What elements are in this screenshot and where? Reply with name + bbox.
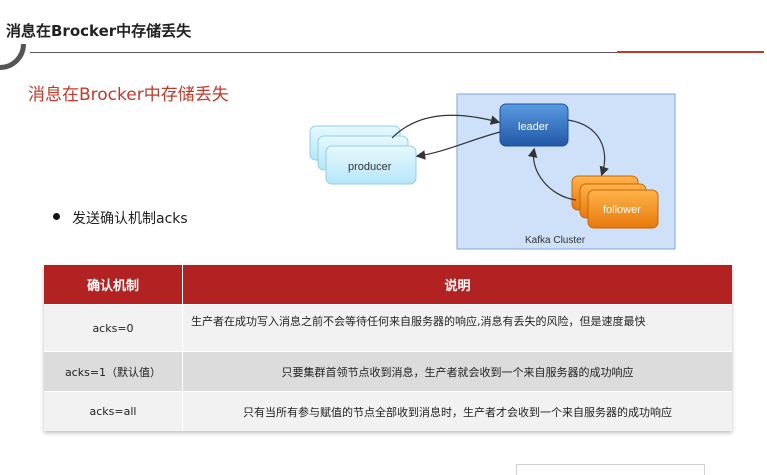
cell-description: 生产者在成功写入消息之前不会等待任何来自服务器的响应,消息有丢失的风险，但是速度… — [182, 304, 732, 352]
producer-node — [325, 145, 417, 185]
leader-label: leader — [518, 121, 549, 133]
producer-stack: producer — [309, 125, 417, 185]
page-header-title: 消息在Brocker中存储丢失 — [6, 22, 192, 40]
header-mechanism: 确认机制 — [44, 265, 183, 305]
producer-label: producer — [348, 161, 392, 173]
cell-description: 只要集群首领节点收到消息，生产者就会收到一个来自服务器的成功响应 — [182, 351, 732, 392]
cell-description: 只有当所有参与赋值的节点全部收到消息时，生产者才会收到一个来自服务器的成功响应 — [182, 391, 732, 431]
bottom-panel-edge — [516, 464, 705, 475]
bullet-dot — [53, 213, 60, 220]
table-row: acks=0 生产者在成功写入消息之前不会等待任何来自服务器的响应,消息有丢失的… — [44, 304, 732, 352]
arrow-producer-to-leader — [391, 114, 501, 139]
cluster-label: Kafka Cluster — [525, 235, 586, 246]
bullet-text: 发送确认机制acks — [72, 211, 188, 227]
cell-mechanism: acks=1（默认值） — [44, 351, 183, 392]
header-description: 说明 — [182, 265, 732, 305]
follower-node — [587, 189, 659, 229]
header-accent-line — [617, 51, 764, 53]
arrow-follower-to-leader — [527, 147, 577, 201]
table-header-row: 确认机制 说明 — [44, 265, 732, 305]
header-divider — [30, 52, 760, 53]
table-row: acks=all 只有当所有参与赋值的节点全部收到消息时，生产者才会收到一个来自… — [44, 391, 732, 431]
follower-label: follower — [603, 204, 641, 216]
leader-node — [499, 103, 569, 147]
acks-table: 确认机制 说明 acks=0 生产者在成功写入消息之前不会等待任何来自服务器的响… — [44, 265, 732, 431]
slide-title: 消息在Brocker中存储丢失 — [28, 85, 229, 105]
follower-stack: follower — [571, 175, 659, 229]
cell-mechanism: acks=all — [44, 391, 183, 431]
cell-mechanism: acks=0 — [44, 304, 183, 352]
arrow-leader-to-producer — [415, 131, 501, 160]
table-row: acks=1（默认值） 只要集群首领节点收到消息，生产者就会收到一个来自服务器的… — [44, 351, 732, 392]
arrow-leader-to-follower — [567, 119, 609, 177]
